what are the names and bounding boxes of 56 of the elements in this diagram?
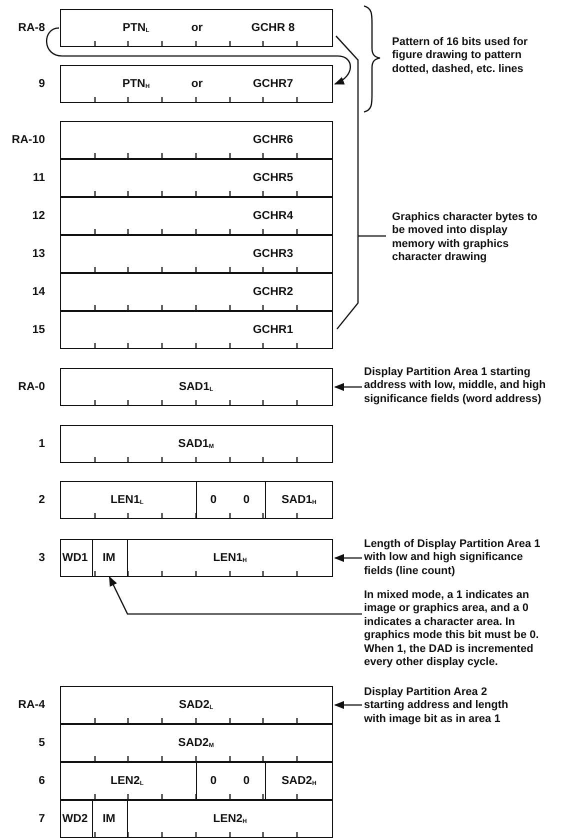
field-label: 0 — [210, 775, 217, 787]
register-address: 2 — [38, 494, 45, 506]
field-label: SAD1$_{M}$ — [178, 438, 214, 450]
field-label: IM — [102, 813, 116, 825]
field-label: 0 — [210, 494, 217, 506]
field-label: PTN$_{H}$ — [122, 78, 150, 90]
arrow — [108, 576, 362, 615]
note-text: Length of Display Partition Area 1 with low and high significance fields (line count) — [364, 538, 542, 578]
field-label: GCHR1 — [252, 324, 294, 336]
field-label: GCHR3 — [252, 248, 294, 260]
field-label: GCHR2 — [252, 286, 294, 298]
register-address: 1 — [38, 438, 45, 450]
field-label: GCHR7 — [252, 78, 294, 90]
register-address: 14 — [32, 286, 45, 298]
register-address: RA-0 — [18, 381, 45, 393]
note-text: Graphics character bytes to be moved into display memory with graphics character drawing — [392, 211, 539, 265]
note-text: Pattern of 16 bits used for figure drawing to pattern dotted, dashed, etc. lines — [392, 36, 529, 76]
field-label: or — [191, 78, 203, 90]
field-label: SAD1$_{H}$ — [281, 494, 317, 506]
register-address: 3 — [38, 552, 45, 564]
field-label: LEN2$_{L}$ — [110, 775, 144, 787]
register-address: 11 — [32, 172, 45, 184]
field-label: GCHR 8 — [251, 22, 295, 34]
field-label: SAD2$_{L}$ — [178, 699, 214, 711]
arrow — [334, 554, 362, 562]
field-label: WD2 — [62, 813, 88, 825]
field-label: LEN1$_{H}$ — [213, 552, 247, 564]
field-label: 0 — [243, 775, 250, 787]
field-label: SAD2$_{H}$ — [281, 775, 317, 787]
register-address: RA-8 — [18, 22, 45, 34]
field-label: SAD2$_{M}$ — [178, 737, 214, 749]
register-address: RA-10 — [12, 134, 45, 146]
arrow — [334, 701, 362, 709]
register-address: 15 — [32, 324, 45, 336]
arrow — [334, 383, 362, 391]
field-label: LEN2$_{H}$ — [213, 813, 247, 825]
field-label: 0 — [243, 494, 250, 506]
register-address: RA-4 — [18, 699, 45, 711]
note-text: In mixed mode, a 1 indicates an image or graphics area, and a 0 indicates a character area. In graphics mode this bit must be 0. When 1, the DAD is incremented every other display cycle. — [364, 589, 540, 670]
field-label: SAD1$_{L}$ — [178, 381, 214, 393]
field-label: GCHR4 — [252, 210, 294, 222]
field-label: PTN$_{L}$ — [122, 22, 150, 34]
register-address: 7 — [38, 813, 45, 825]
field-label: IM — [102, 552, 116, 564]
field-label: GCHR6 — [252, 134, 294, 146]
field-label: WD1 — [62, 552, 88, 564]
register-address: 13 — [32, 248, 45, 260]
note-text: Display Partition Area 2 starting address and length with image bit as in area 1 — [364, 686, 510, 726]
field-label: or — [191, 22, 203, 34]
note-text: Display Partition Area 1 starting address with low, middle, and high significance fields (word address) — [364, 366, 546, 406]
register-address: 9 — [38, 78, 45, 90]
register-address: 6 — [38, 775, 45, 787]
field-label: LEN1$_{L}$ — [110, 494, 144, 506]
register-address: 12 — [32, 210, 45, 222]
register-address: 5 — [38, 737, 45, 749]
field-label: GCHR5 — [252, 172, 294, 184]
